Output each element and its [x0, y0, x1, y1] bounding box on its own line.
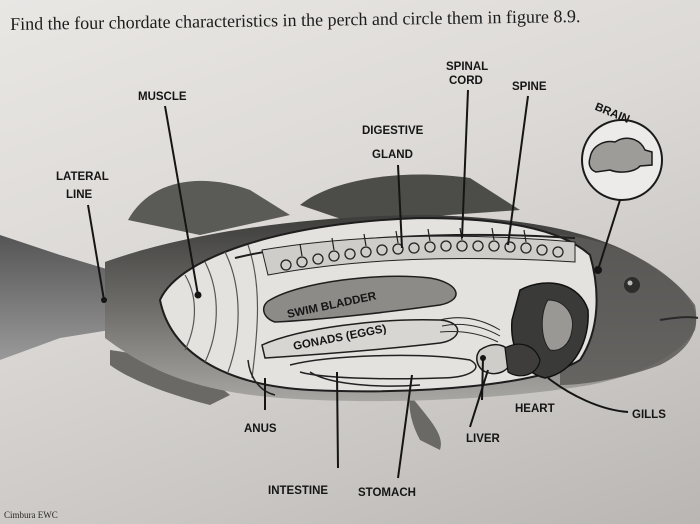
label-lateral-line-1: LATERAL: [56, 171, 109, 183]
label-spine: SPINE: [512, 81, 547, 93]
footer-text: Cimbura EWC: [4, 510, 58, 520]
liver-organ: [504, 343, 541, 377]
fish-mouth: [659, 316, 699, 321]
swim-bladder: [263, 275, 457, 323]
label-stomach: STOMACH: [358, 487, 416, 499]
pelvic-fin: [409, 395, 441, 450]
label-anus: ANUS: [244, 423, 277, 435]
neural-spines: [299, 227, 527, 257]
gill-filaments: [541, 299, 574, 351]
label-digestive-gland-1: DIGESTIVE: [362, 125, 424, 137]
label-lateral-line-2: LINE: [66, 189, 93, 201]
heart-organ: [476, 343, 513, 375]
leader-endpoints: [101, 266, 602, 361]
label-intestine: INTESTINE: [268, 485, 328, 497]
digestive-gland-strands: [439, 317, 501, 343]
leader-lines: [87, 89, 629, 479]
intestine-loops: [247, 354, 477, 396]
label-heart: HEART: [515, 403, 555, 415]
dorsal-fin-rear: [300, 174, 520, 222]
fish-eye: [624, 277, 640, 293]
gonads: [261, 319, 459, 359]
label-liver: LIVER: [466, 433, 501, 445]
label-spinal-cord-2: CORD: [449, 75, 483, 87]
spine-band: [261, 235, 576, 276]
brain-icon: [588, 137, 653, 173]
tail-fin: [0, 235, 110, 360]
muscle-segments: [184, 244, 259, 379]
fish-eye-highlight: [627, 280, 633, 286]
dorsal-fin-front: [128, 180, 290, 235]
label-gills: GILLS: [632, 409, 666, 421]
anal-fin: [110, 350, 230, 405]
label-digestive-gland-2: GLAND: [372, 149, 413, 161]
label-spinal-cord-1: SPINAL: [446, 61, 488, 73]
vertebrae: [280, 240, 564, 271]
label-muscle: MUSCLE: [138, 91, 187, 103]
